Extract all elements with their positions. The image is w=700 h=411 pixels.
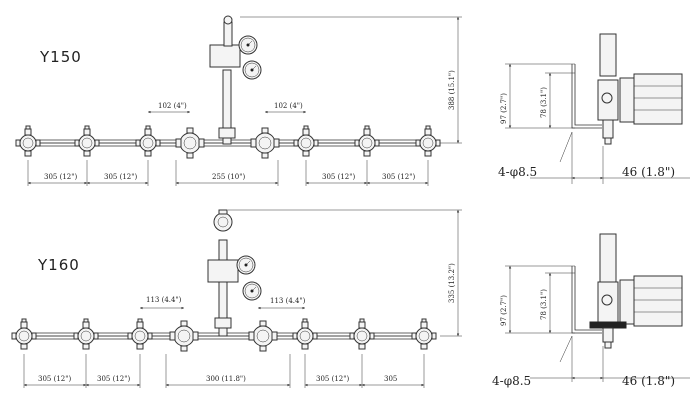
dim-height-335: 335 (13.2") bbox=[448, 263, 456, 303]
holes-label-bottom: 4-φ8.5 bbox=[492, 374, 531, 388]
dim-305-3: 305 (12") bbox=[322, 173, 355, 181]
model-label-y150: Y150 bbox=[39, 48, 82, 66]
dim-113-right: 113 (4.4") bbox=[270, 297, 306, 305]
side-dim-46-bottom: 46 (1.8") bbox=[622, 374, 675, 388]
dim-113-left: 113 (4.4") bbox=[146, 296, 182, 304]
dim-305-b2: 305 (12") bbox=[97, 375, 130, 383]
side-dim-78-bottom: 78 (3.1") bbox=[540, 289, 548, 320]
dim-102-right: 102 (4") bbox=[274, 102, 303, 110]
holes-label-top: 4-φ8.5 bbox=[498, 165, 537, 179]
side-dim-78-top: 78 (3.1") bbox=[540, 87, 548, 118]
dim-305-b3: 305 (12") bbox=[316, 375, 349, 383]
dim-height-388: 388 (15.1") bbox=[448, 70, 456, 110]
y150-front-view: Y150 102 (4") 102 (4") bbox=[15, 15, 462, 186]
dim-305-b4: 305 bbox=[384, 375, 397, 383]
dim-102-left: 102 (4") bbox=[158, 102, 187, 110]
side-dim-46-top: 46 (1.8") bbox=[622, 165, 675, 179]
y150-side-view: 97 (2.7") 78 (3.1") 4-φ8.5 46 (1.8") bbox=[498, 33, 690, 184]
dim-305-2: 305 (12") bbox=[104, 173, 137, 181]
dim-255: 255 (10") bbox=[212, 173, 245, 181]
side-dim-97-bottom: 97 (2.7") bbox=[500, 295, 508, 326]
y160-side-view: 97 (2.7") 78 (3.1") 4-φ8.5 46 (1.8") bbox=[492, 233, 690, 388]
y160-front-view: Y160 113 (4.4") 113 (4.4") bbox=[11, 209, 462, 388]
dim-305-4: 305 (12") bbox=[382, 173, 415, 181]
model-label-y160: Y160 bbox=[37, 256, 80, 274]
dim-305-b1: 305 (12") bbox=[38, 375, 71, 383]
side-dim-97-top: 97 (2.7") bbox=[500, 93, 508, 124]
dim-305-1: 305 (12") bbox=[44, 173, 77, 181]
dim-300: 300 (11.8") bbox=[206, 375, 246, 383]
